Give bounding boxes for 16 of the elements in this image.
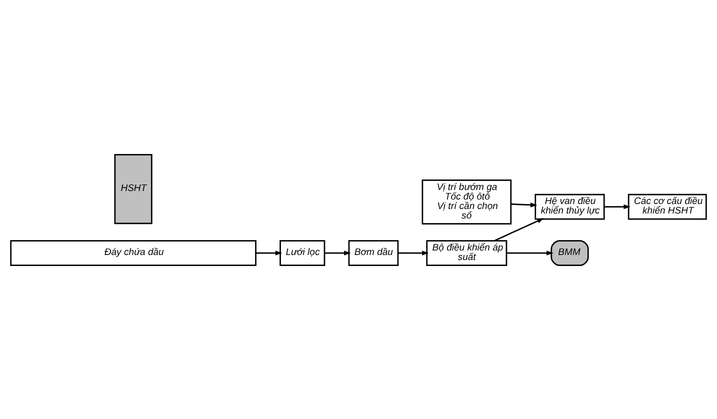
arrow [506, 250, 554, 255]
node-box: Bộ điều khiển áp suất [426, 240, 508, 266]
arrow [511, 202, 538, 207]
node-box: Các cơ cấu điều khiển HSHT [628, 193, 707, 220]
node-box: HSHT [114, 154, 152, 224]
arrow [324, 250, 351, 255]
arrow [398, 250, 429, 255]
arrow [604, 204, 631, 209]
node-box: BMM [550, 240, 589, 266]
node-box: Bơm dầu [348, 240, 399, 266]
node-box: Hệ van điều khiển thủy lực [534, 193, 605, 220]
arrow [256, 250, 282, 255]
node-box: Lưới lọc [280, 240, 326, 266]
node-box: Vị trí bướm ga Tốc độ ôtô Vị trí cần chọn số [422, 179, 512, 224]
node-box: Đáy chứa dầu [10, 240, 256, 266]
arrow [494, 218, 544, 241]
